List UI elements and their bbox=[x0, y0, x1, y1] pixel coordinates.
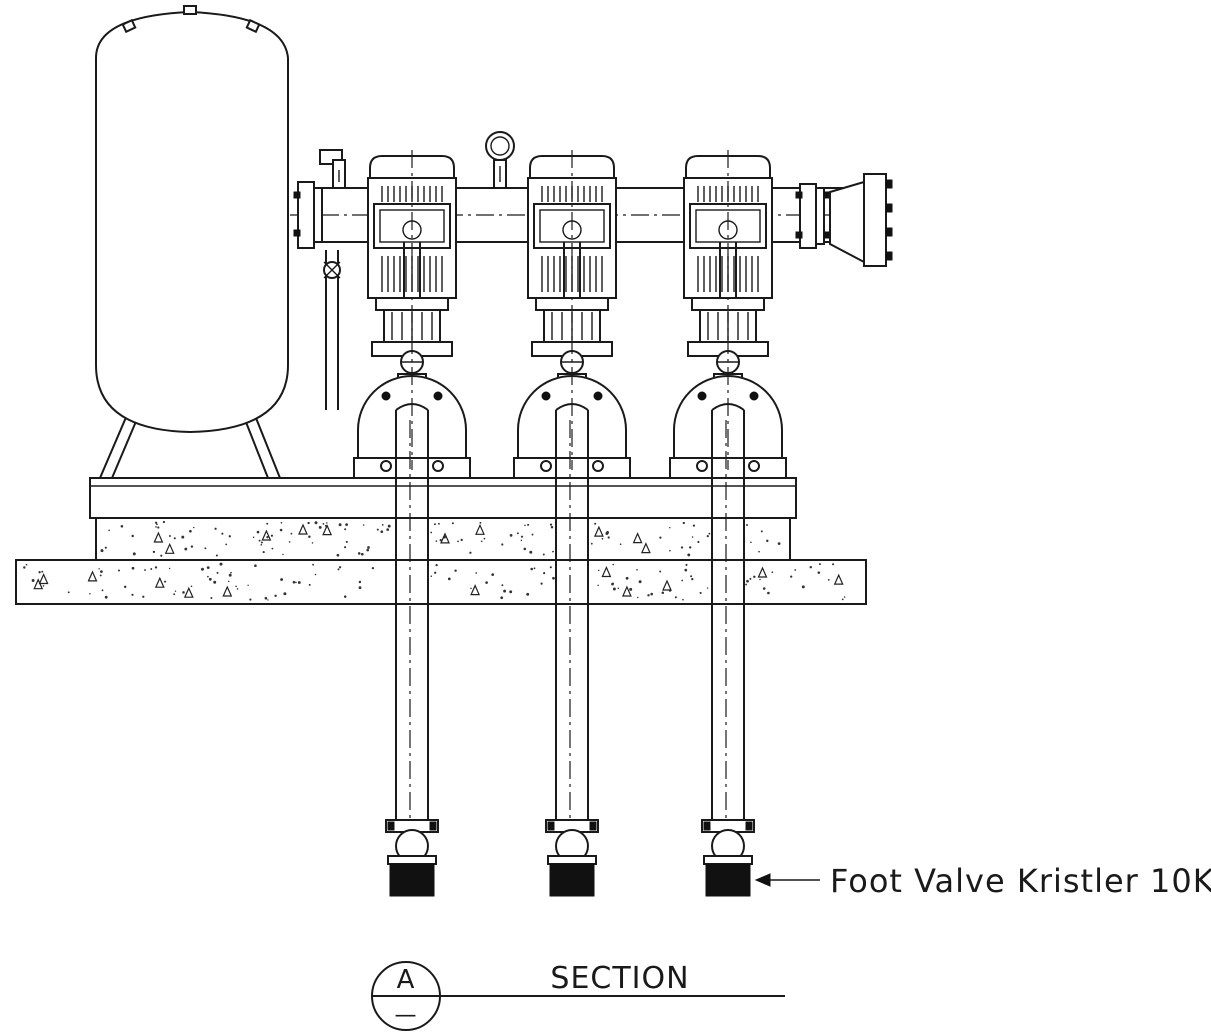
pressure-gauge-dial bbox=[485, 131, 515, 161]
pump-2 bbox=[513, 150, 631, 479]
foot-valve-callout: Foot Valve Kristler 10K bbox=[754, 862, 1211, 900]
header-outlet-reducer bbox=[829, 180, 865, 264]
pump-volute bbox=[517, 375, 627, 461]
pump-group bbox=[353, 150, 787, 479]
suction-line-1 bbox=[385, 403, 439, 897]
pressure-tank bbox=[95, 5, 289, 479]
foot-valve-1 bbox=[389, 863, 435, 897]
header-outlet-flange bbox=[863, 173, 887, 267]
tank-top-fitting bbox=[183, 5, 197, 15]
section-marker-lower: — bbox=[395, 1003, 418, 1028]
section-marker: A — SECTION bbox=[371, 961, 785, 1031]
concrete-aggregate bbox=[23, 520, 846, 601]
foot-valve-3 bbox=[705, 863, 751, 897]
callout-arrowhead bbox=[754, 873, 771, 887]
pump-volute bbox=[357, 375, 467, 461]
section-title: SECTION bbox=[550, 961, 689, 996]
pump-volute bbox=[673, 375, 783, 461]
skid-base bbox=[89, 477, 797, 519]
pump-1 bbox=[353, 150, 471, 479]
foot-valve-2 bbox=[549, 863, 595, 897]
callout-label: Foot Valve Kristler 10K bbox=[830, 862, 1211, 900]
pressure-gauge bbox=[485, 131, 515, 189]
pump-3 bbox=[669, 150, 787, 479]
suction-line-3 bbox=[701, 403, 755, 897]
tank-lift-lug-right bbox=[245, 18, 261, 34]
drain-pipe bbox=[323, 250, 341, 410]
tank-lift-lug-left bbox=[121, 18, 137, 34]
section-marker-letter: A bbox=[397, 965, 416, 995]
suction-line-2 bbox=[545, 403, 599, 897]
suction-assembly bbox=[385, 403, 755, 897]
pressure-switch bbox=[319, 149, 346, 189]
tank-body bbox=[95, 10, 289, 434]
